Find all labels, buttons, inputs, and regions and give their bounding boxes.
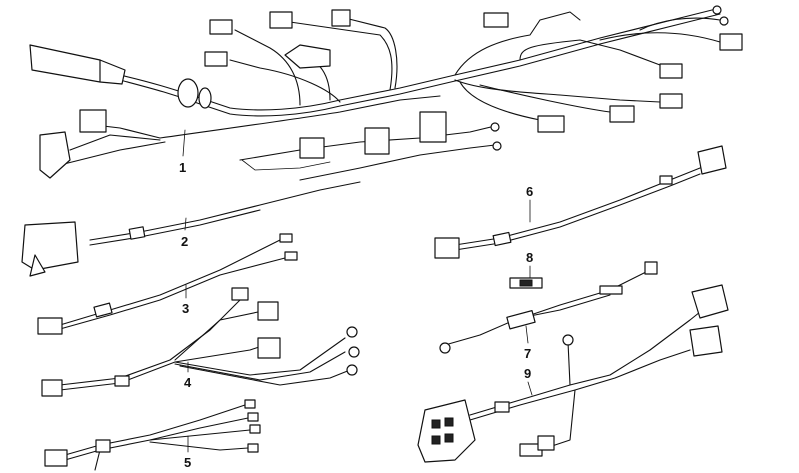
connector bbox=[257, 337, 281, 359]
fuse-part-8 bbox=[509, 277, 543, 289]
connector bbox=[44, 449, 68, 467]
connector bbox=[719, 33, 743, 51]
harness-part-4 bbox=[41, 287, 360, 397]
callout-1: 1 bbox=[179, 160, 186, 175]
connector bbox=[659, 93, 683, 109]
callout-6: 6 bbox=[526, 184, 533, 199]
connector bbox=[537, 115, 565, 133]
relay-socket bbox=[39, 131, 71, 179]
connector bbox=[364, 127, 390, 155]
connector bbox=[697, 145, 727, 175]
connector bbox=[417, 399, 476, 463]
connector bbox=[231, 287, 249, 301]
connector bbox=[41, 379, 63, 397]
cable-boot bbox=[29, 44, 111, 83]
harness-part-3 bbox=[37, 233, 298, 335]
connector bbox=[331, 9, 351, 27]
harness-part-6 bbox=[434, 145, 727, 259]
harness-part-2 bbox=[21, 181, 361, 277]
harness-part-7 bbox=[439, 261, 658, 354]
connector bbox=[269, 11, 293, 29]
harness-part-5 bbox=[44, 399, 261, 471]
connector bbox=[79, 109, 107, 133]
connector bbox=[37, 317, 63, 335]
harness-part-9 bbox=[417, 284, 729, 463]
connector bbox=[691, 284, 729, 319]
callout-7: 7 bbox=[524, 346, 531, 361]
callout-8: 8 bbox=[526, 250, 533, 265]
connector bbox=[284, 44, 331, 69]
callout-4: 4 bbox=[184, 375, 192, 390]
connector bbox=[659, 63, 683, 79]
connector bbox=[204, 51, 228, 67]
leader-lines bbox=[182, 129, 533, 453]
connector bbox=[689, 325, 723, 357]
connector bbox=[434, 237, 460, 259]
callout-9: 9 bbox=[524, 366, 531, 381]
connector bbox=[609, 105, 635, 123]
callout-5: 5 bbox=[184, 455, 191, 470]
connector bbox=[257, 301, 279, 321]
connector bbox=[299, 137, 325, 159]
callout-3: 3 bbox=[182, 301, 189, 316]
callout-2: 2 bbox=[181, 234, 188, 249]
grommet bbox=[177, 78, 199, 108]
connector bbox=[209, 19, 233, 35]
connector bbox=[483, 12, 509, 28]
relay bbox=[21, 221, 79, 271]
connector bbox=[419, 111, 447, 143]
main-harness-part-1 bbox=[29, 5, 743, 181]
